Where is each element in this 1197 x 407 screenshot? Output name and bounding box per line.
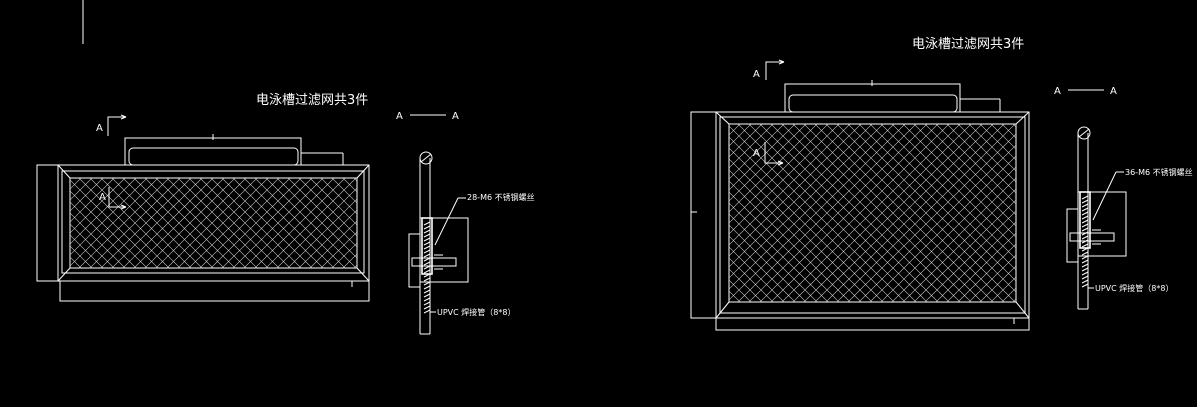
left-front-view: 电泳槽过滤网共3件 A	[36, 93, 370, 302]
left-section-label-inner: A	[99, 192, 106, 203]
right-section-marker-inner: A	[753, 142, 784, 166]
left-section-label-top: A	[96, 123, 103, 134]
right-bottom-rail	[715, 317, 1030, 331]
right-pipe-note: UPVC 焊接管（8*8）	[1095, 283, 1173, 293]
right-mesh-screen	[728, 123, 1017, 303]
left-pipe-note: UPVC 焊接管（8*8）	[437, 307, 515, 317]
right-title: 电泳槽过滤网共3件	[912, 37, 1024, 52]
right-section-marker-top: A	[753, 59, 785, 80]
left-bolt-note: 28-M6 不锈钢螺丝	[467, 192, 535, 202]
left-handle	[124, 134, 344, 166]
left-section-view: A A 28-M6 不锈钢螺丝 UPVC 焊接管（8*8）	[396, 111, 535, 335]
right-section-label-inner: A	[753, 148, 760, 159]
right-section-view: A A 36-M6 不锈钢螺丝 UPVC 焊接管（8*8）	[1054, 86, 1193, 310]
left-section-line-label-left: A	[396, 111, 403, 122]
right-frame-bevel	[719, 116, 1026, 314]
right-section-line-label-left: A	[1054, 86, 1061, 97]
right-bolt-note: 36-M6 不锈钢螺丝	[1125, 167, 1193, 177]
right-front-view: 电泳槽过滤网共3件 A A	[690, 37, 1030, 331]
left-threaded-rod	[423, 221, 431, 314]
left-frame-bevel	[61, 170, 365, 274]
left-section-marker-inner: A	[99, 187, 127, 210]
left-section-marker-top: A	[96, 114, 127, 136]
left-mesh-screen	[69, 177, 358, 269]
right-threaded-rod	[1081, 195, 1089, 288]
right-handle	[784, 80, 1001, 113]
right-section-label-top: A	[753, 69, 760, 80]
right-mesh-pattern	[729, 124, 1016, 302]
left-title: 电泳槽过滤网共3件	[256, 93, 368, 108]
left-bottom-rail	[59, 280, 370, 302]
left-section-line-label-right: A	[452, 111, 459, 122]
left-outer-frame	[36, 164, 370, 282]
left-mesh-pattern	[70, 178, 357, 268]
right-section-line-label-right: A	[1110, 86, 1117, 97]
